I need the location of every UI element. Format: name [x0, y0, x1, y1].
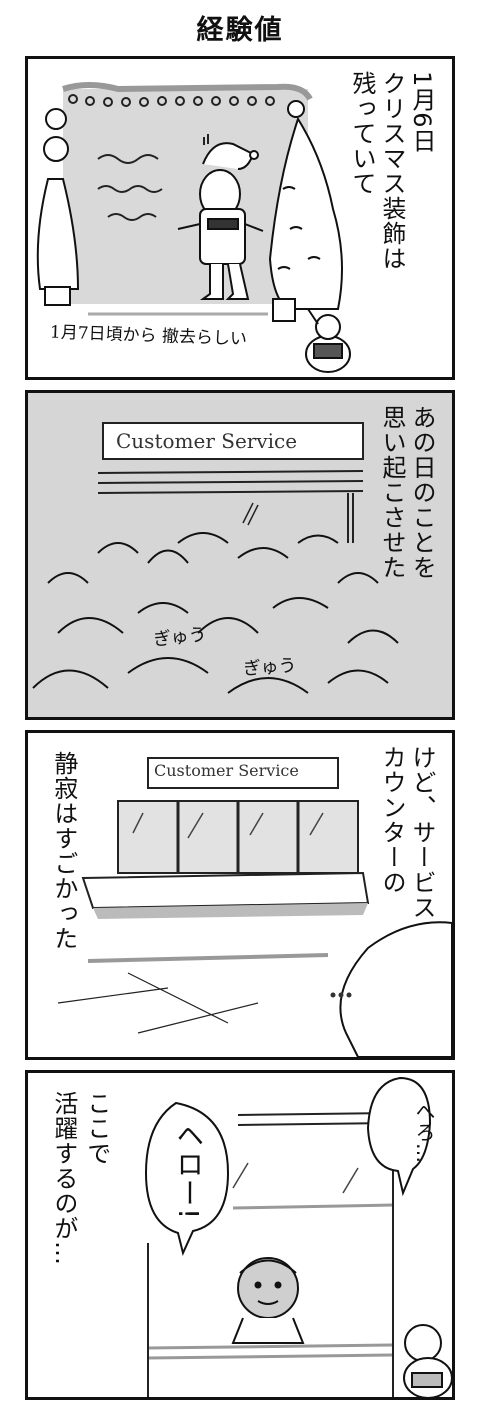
customer-service-sign-2: Customer Service — [154, 761, 299, 780]
panel-3-narration-right-line-2: カウンターの — [378, 745, 406, 895]
comic-title: 経験値 — [196, 15, 284, 46]
panel-2-illustration — [28, 393, 452, 717]
panel-4-narration-line-2: 活躍するのが… — [49, 1091, 78, 1266]
panel-3: Customer Service けど、サービス カウンターの 静寂はすごかった — [25, 730, 455, 1060]
panel-4-illustration — [144, 1076, 452, 1397]
speech-bubble-right: へろ… — [412, 1101, 436, 1164]
panel-2-narration-line-1: あの日のことを — [408, 405, 436, 580]
panel-2-sfx-2: ぎゅう — [242, 655, 298, 680]
panel-1-narration-line-3: 残っていて — [348, 71, 376, 196]
panel-3-narration-right-line-1: けど、サービス — [408, 745, 436, 920]
panel-2-narration-line-2: 思い起こさせた — [378, 405, 406, 580]
customer-service-sign: Customer Service — [116, 429, 298, 453]
panel-3-narration-left: 静寂はすごかった — [49, 751, 78, 951]
panel-1: 1月6日 クリスマス装飾は 残っていて 1月7日頃から 撤去らしい — [25, 56, 455, 380]
panel-1-narration-line-1: 1月6日 — [408, 71, 436, 154]
panel-1-narration-line-2: クリスマス装飾は — [378, 71, 406, 271]
panel-3-illustration — [57, 757, 452, 1057]
panel-4-narration-line-1: ここで — [82, 1091, 111, 1166]
panel-1-illustration — [36, 82, 351, 373]
panel-4: へろ… ヘロー! ここで 活躍するのが… — [25, 1070, 455, 1400]
panel-2: Customer Service あの日のことを 思い起こさせた ぎゅう ぎゅう — [25, 390, 455, 720]
panel-2-sfx-1: ぎゅう — [152, 624, 208, 651]
speech-bubble-left: ヘロー! — [172, 1121, 206, 1221]
